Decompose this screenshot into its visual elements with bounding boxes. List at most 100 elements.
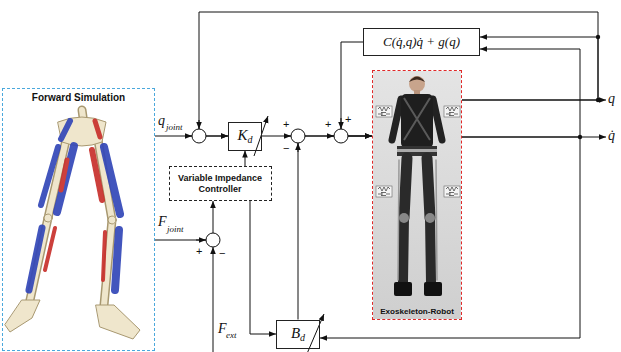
bone-outline (30, 218, 48, 300)
bone (104, 220, 112, 305)
stiffness-gain-box: Kd (228, 122, 262, 151)
signal-line (155, 201, 213, 240)
leg (398, 160, 399, 280)
signal-subscript: joint (167, 225, 184, 234)
signal-name: F (218, 322, 227, 336)
signal-stub (284, 136, 291, 137)
signal-stub (298, 143, 299, 152)
strap (404, 98, 430, 140)
muscle (92, 150, 102, 200)
junction-dot (578, 135, 582, 139)
signal-stub (185, 100, 606, 352)
arm (433, 99, 442, 140)
signal-line (462, 37, 598, 100)
spring-damper-symbol (444, 186, 460, 197)
output-name: q (608, 92, 615, 106)
sign-mark: + (345, 114, 351, 125)
signal-stub (185, 136, 192, 137)
leg (398, 158, 437, 282)
signal-line (199, 12, 598, 136)
bone-outline (104, 220, 112, 305)
hair (409, 77, 425, 83)
gain-subscript: d (300, 332, 305, 344)
bone-outline (30, 110, 112, 305)
junction-dot (596, 98, 600, 102)
muscle (61, 160, 67, 190)
musculoskeletal-model (5, 110, 140, 339)
signal-line (462, 49, 580, 137)
gain-symbol: K (237, 127, 247, 144)
sign-mark: + (283, 119, 289, 130)
signal-line (298, 136, 372, 320)
dynamics-box: C(q̇,q)q̇ + g(q) (363, 28, 480, 56)
muscle (57, 146, 74, 212)
muscle (29, 228, 42, 290)
head (409, 76, 425, 92)
simulation-panel: Forward Simulation (2, 88, 155, 351)
exoskeleton-photo (373, 71, 461, 319)
knee-actuator (399, 213, 409, 223)
junction-dot (578, 35, 600, 139)
panel-title: Exoskeleton-Robot (380, 307, 454, 316)
signal-stub (213, 247, 214, 352)
muscle (103, 232, 105, 280)
leg (427, 158, 430, 218)
signal-stub (580, 137, 606, 138)
summing-junction (206, 233, 220, 247)
signal-line (245, 151, 246, 167)
muscle (95, 121, 100, 137)
belt-plate (397, 149, 437, 152)
signal-stub (196, 240, 206, 241)
leg (430, 218, 431, 282)
gain-subscript: d (248, 134, 253, 146)
spring-damper-symbol (376, 106, 392, 117)
signal-line (341, 42, 372, 136)
muscle (104, 147, 120, 214)
sign-mark: + (196, 246, 202, 257)
panel-title: Forward Simulation (32, 92, 125, 104)
leg (436, 160, 437, 280)
signal-stub (327, 136, 334, 137)
pelvis (58, 117, 106, 146)
signal-subscript: joint (166, 123, 183, 132)
controller-name: Variable Impedance Controller (174, 173, 267, 194)
muscle (41, 147, 58, 205)
torso (401, 94, 433, 148)
signal-name: F (158, 215, 167, 229)
knee-actuator (425, 213, 435, 223)
sign-mark: − (219, 248, 225, 259)
robot-panel: Exoskeleton-Robot (372, 70, 462, 320)
junction-dot (596, 35, 600, 39)
muscle (115, 230, 119, 290)
connector-layer (155, 12, 598, 338)
controller-box: Variable Impedance Controller (169, 166, 272, 201)
signal-subscript: ext (226, 331, 237, 340)
photo-ground (373, 71, 461, 319)
bone (30, 218, 48, 300)
knee-joint (108, 216, 116, 224)
gain-symbol: B (291, 325, 300, 342)
damping-gain-box: Bd (276, 320, 320, 349)
foot (5, 300, 40, 332)
spring-damper-symbol (444, 106, 460, 117)
muscle (61, 121, 70, 139)
signal-line (320, 137, 580, 338)
leg (404, 158, 407, 218)
muscle (29, 121, 120, 290)
spring-damper-symbol (376, 186, 392, 197)
sign-mark: − (283, 143, 289, 154)
foot (96, 305, 140, 339)
signal-line (250, 201, 276, 334)
summing-junction (291, 129, 305, 143)
dynamics-term: C(q̇,q)q̇ + g(q) (383, 35, 460, 50)
summing-junction (334, 129, 348, 143)
bone (30, 110, 112, 305)
arm (392, 99, 401, 140)
muscle (45, 228, 55, 270)
signal-stub (341, 118, 342, 129)
leg (403, 218, 404, 282)
signal-name: q (158, 114, 165, 128)
signal-stub (199, 120, 200, 129)
